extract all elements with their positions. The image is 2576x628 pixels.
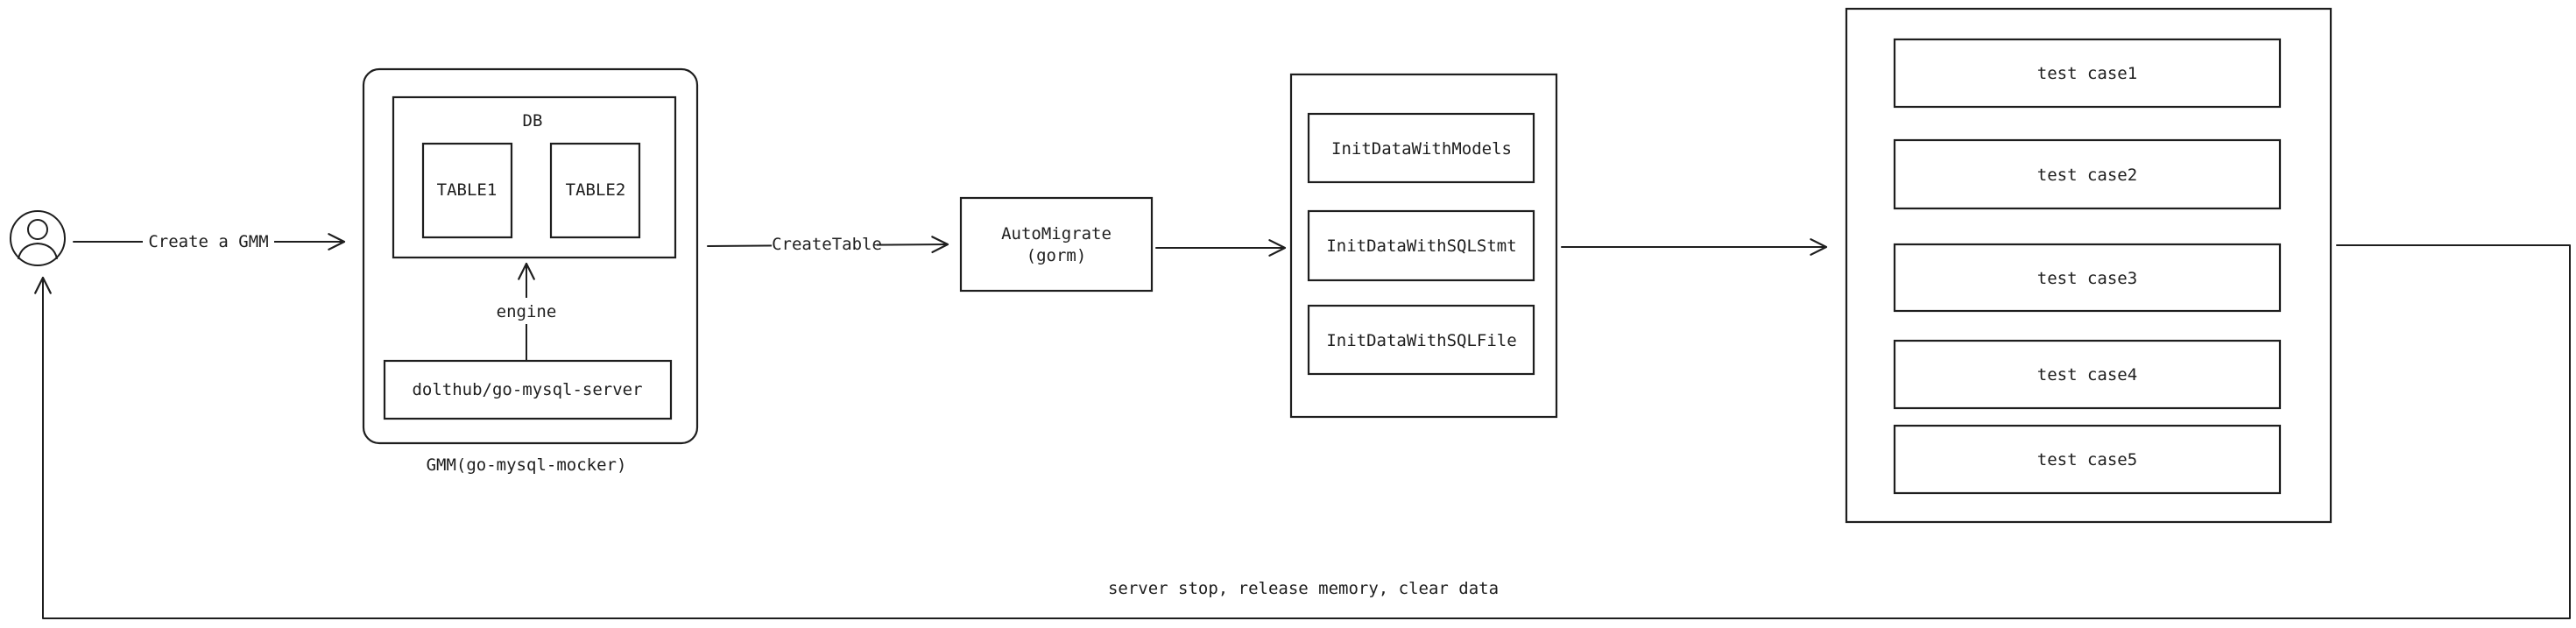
- mysql-server-label: dolthub/go-mysql-server: [412, 380, 642, 399]
- test-case-box: [1893, 243, 2282, 313]
- test-case-box: [1893, 424, 2282, 495]
- table1-label: TABLE1: [437, 180, 498, 200]
- init-data-container: [1289, 73, 1558, 419]
- gmm-caption: GMM(go-mysql-mocker): [427, 455, 627, 475]
- table1-box: [421, 142, 513, 239]
- gmm-container: [362, 67, 699, 445]
- db-box: [392, 95, 677, 259]
- init-sqlfile-label: InitDataWithSQLFile: [1326, 331, 1516, 350]
- init-sqlstmt-label: InitDataWithSQLStmt: [1326, 236, 1516, 256]
- automigrate-sublabel: (gorm): [1027, 246, 1087, 265]
- test-case-label: test case3: [2037, 269, 2137, 288]
- test-case-label: test case2: [2037, 166, 2137, 185]
- engine-label: engine: [497, 302, 557, 321]
- create-gmm-label: Create a GMM: [148, 232, 268, 251]
- automigrate-box: [959, 196, 1154, 293]
- init-sqlstmt-box: [1307, 209, 1535, 282]
- test-case-box: [1893, 339, 2282, 410]
- teardown-label: server stop, release memory, clear data: [1108, 579, 1499, 598]
- table2-box: [549, 142, 641, 239]
- teardown-return-arrow: [34, 244, 2571, 619]
- test-cases-container: [1845, 7, 2333, 524]
- test-case-label: test case5: [2037, 450, 2137, 469]
- user-icon: [10, 210, 66, 266]
- automigrate-label: AutoMigrate: [1001, 224, 1112, 243]
- test-case-label: test case4: [2037, 365, 2137, 385]
- test-case-label: test case1: [2037, 64, 2137, 83]
- init-models-box: [1307, 112, 1535, 184]
- init-sqlfile-box: [1307, 304, 1535, 376]
- test-case-box: [1893, 38, 2282, 109]
- test-case-box: [1893, 138, 2282, 210]
- db-title: DB: [523, 111, 543, 131]
- mysql-server-box: [383, 359, 673, 420]
- create-table-label: CreateTable: [772, 235, 882, 254]
- init-models-label: InitDataWithModels: [1331, 139, 1512, 159]
- table2-label: TABLE2: [566, 180, 626, 200]
